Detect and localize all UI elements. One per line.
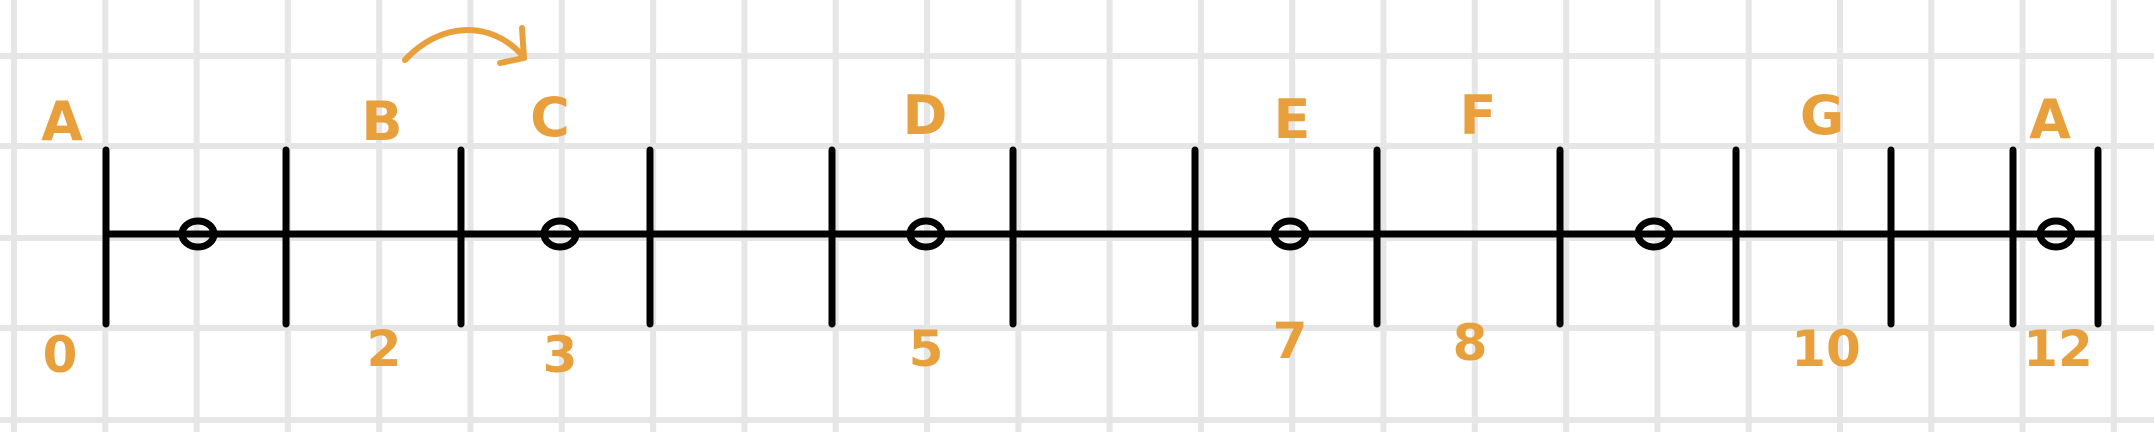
number-label-2: 2 <box>367 320 402 378</box>
curved-arrow-icon <box>402 27 525 63</box>
number-label-3: 3 <box>543 326 578 384</box>
note-labels: A B C D E F G A <box>41 84 2071 153</box>
note-label-d: D <box>903 84 948 147</box>
fret-dot-5 <box>906 217 946 251</box>
fret-dot-7 <box>1270 217 1310 251</box>
fret-marks <box>102 146 2102 328</box>
note-label-a-start: A <box>41 90 83 153</box>
note-label-e: E <box>1274 88 1311 151</box>
number-label-0: 0 <box>43 326 78 384</box>
fret-dot-9 <box>1634 217 1674 251</box>
number-label-12: 12 <box>2023 320 2093 378</box>
number-label-8: 8 <box>1453 314 1488 372</box>
note-label-c: C <box>530 86 570 149</box>
note-label-g: G <box>1800 84 1844 147</box>
number-label-7: 7 <box>1273 312 1308 370</box>
fret-dot-11 <box>2036 217 2076 251</box>
note-label-b: B <box>361 90 402 153</box>
number-label-5: 5 <box>909 320 944 378</box>
note-label-a-end: A <box>2029 88 2071 151</box>
arrowhead-icon <box>497 25 527 66</box>
fret-dot-1 <box>178 217 218 251</box>
fret-dot-3 <box>540 217 580 251</box>
number-label-10: 10 <box>1791 320 1861 378</box>
note-label-f: F <box>1460 84 1497 147</box>
number-labels: 0 2 3 5 7 8 10 12 <box>43 312 2093 384</box>
